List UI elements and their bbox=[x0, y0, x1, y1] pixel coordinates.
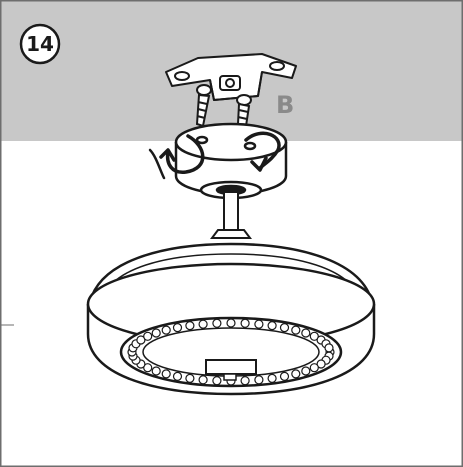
bracket-slot-left bbox=[174, 71, 190, 81]
rotate-arrow-right bbox=[244, 131, 281, 172]
led-dot bbox=[136, 335, 146, 345]
part-label-b: B bbox=[276, 91, 294, 119]
receiver-tab bbox=[223, 373, 237, 381]
led-dot bbox=[309, 363, 319, 373]
led-dot bbox=[279, 323, 290, 333]
led-dot bbox=[279, 371, 290, 381]
led-dot bbox=[291, 325, 301, 335]
bracket-slot-right bbox=[269, 61, 285, 71]
led-dot bbox=[172, 371, 183, 381]
led-dot bbox=[291, 369, 301, 379]
led-dot bbox=[240, 318, 250, 328]
led-dot bbox=[240, 376, 250, 386]
receiver-box bbox=[205, 359, 257, 375]
led-dot bbox=[309, 331, 319, 341]
led-dot bbox=[161, 369, 171, 379]
led-dot bbox=[324, 343, 334, 353]
screw-right bbox=[236, 94, 252, 128]
led-dot bbox=[212, 318, 222, 328]
mounting-bracket bbox=[165, 53, 297, 101]
led-dot bbox=[301, 366, 311, 376]
led-dot bbox=[185, 321, 195, 331]
led-dot bbox=[254, 319, 264, 329]
led-dot bbox=[151, 328, 161, 338]
led-dot bbox=[185, 373, 195, 383]
screw-left bbox=[195, 84, 212, 128]
rotate-arrow-left bbox=[148, 134, 205, 180]
led-dot bbox=[198, 319, 208, 329]
led-dot bbox=[316, 359, 326, 369]
downrod bbox=[210, 191, 252, 239]
led-dot bbox=[254, 375, 264, 385]
led-dot bbox=[172, 323, 183, 333]
led-dot bbox=[198, 375, 208, 385]
light-ring bbox=[86, 262, 376, 396]
step-number: 14 bbox=[26, 32, 54, 56]
led-dot bbox=[143, 331, 153, 341]
led-dot bbox=[226, 318, 236, 328]
led-dot bbox=[267, 321, 277, 331]
led-dot bbox=[151, 366, 161, 376]
led-dot bbox=[212, 376, 222, 386]
led-dot bbox=[301, 328, 311, 338]
led-dot bbox=[161, 325, 171, 335]
step-badge: 14 bbox=[19, 23, 61, 65]
led-dot bbox=[267, 373, 277, 383]
led-dot bbox=[143, 363, 153, 373]
